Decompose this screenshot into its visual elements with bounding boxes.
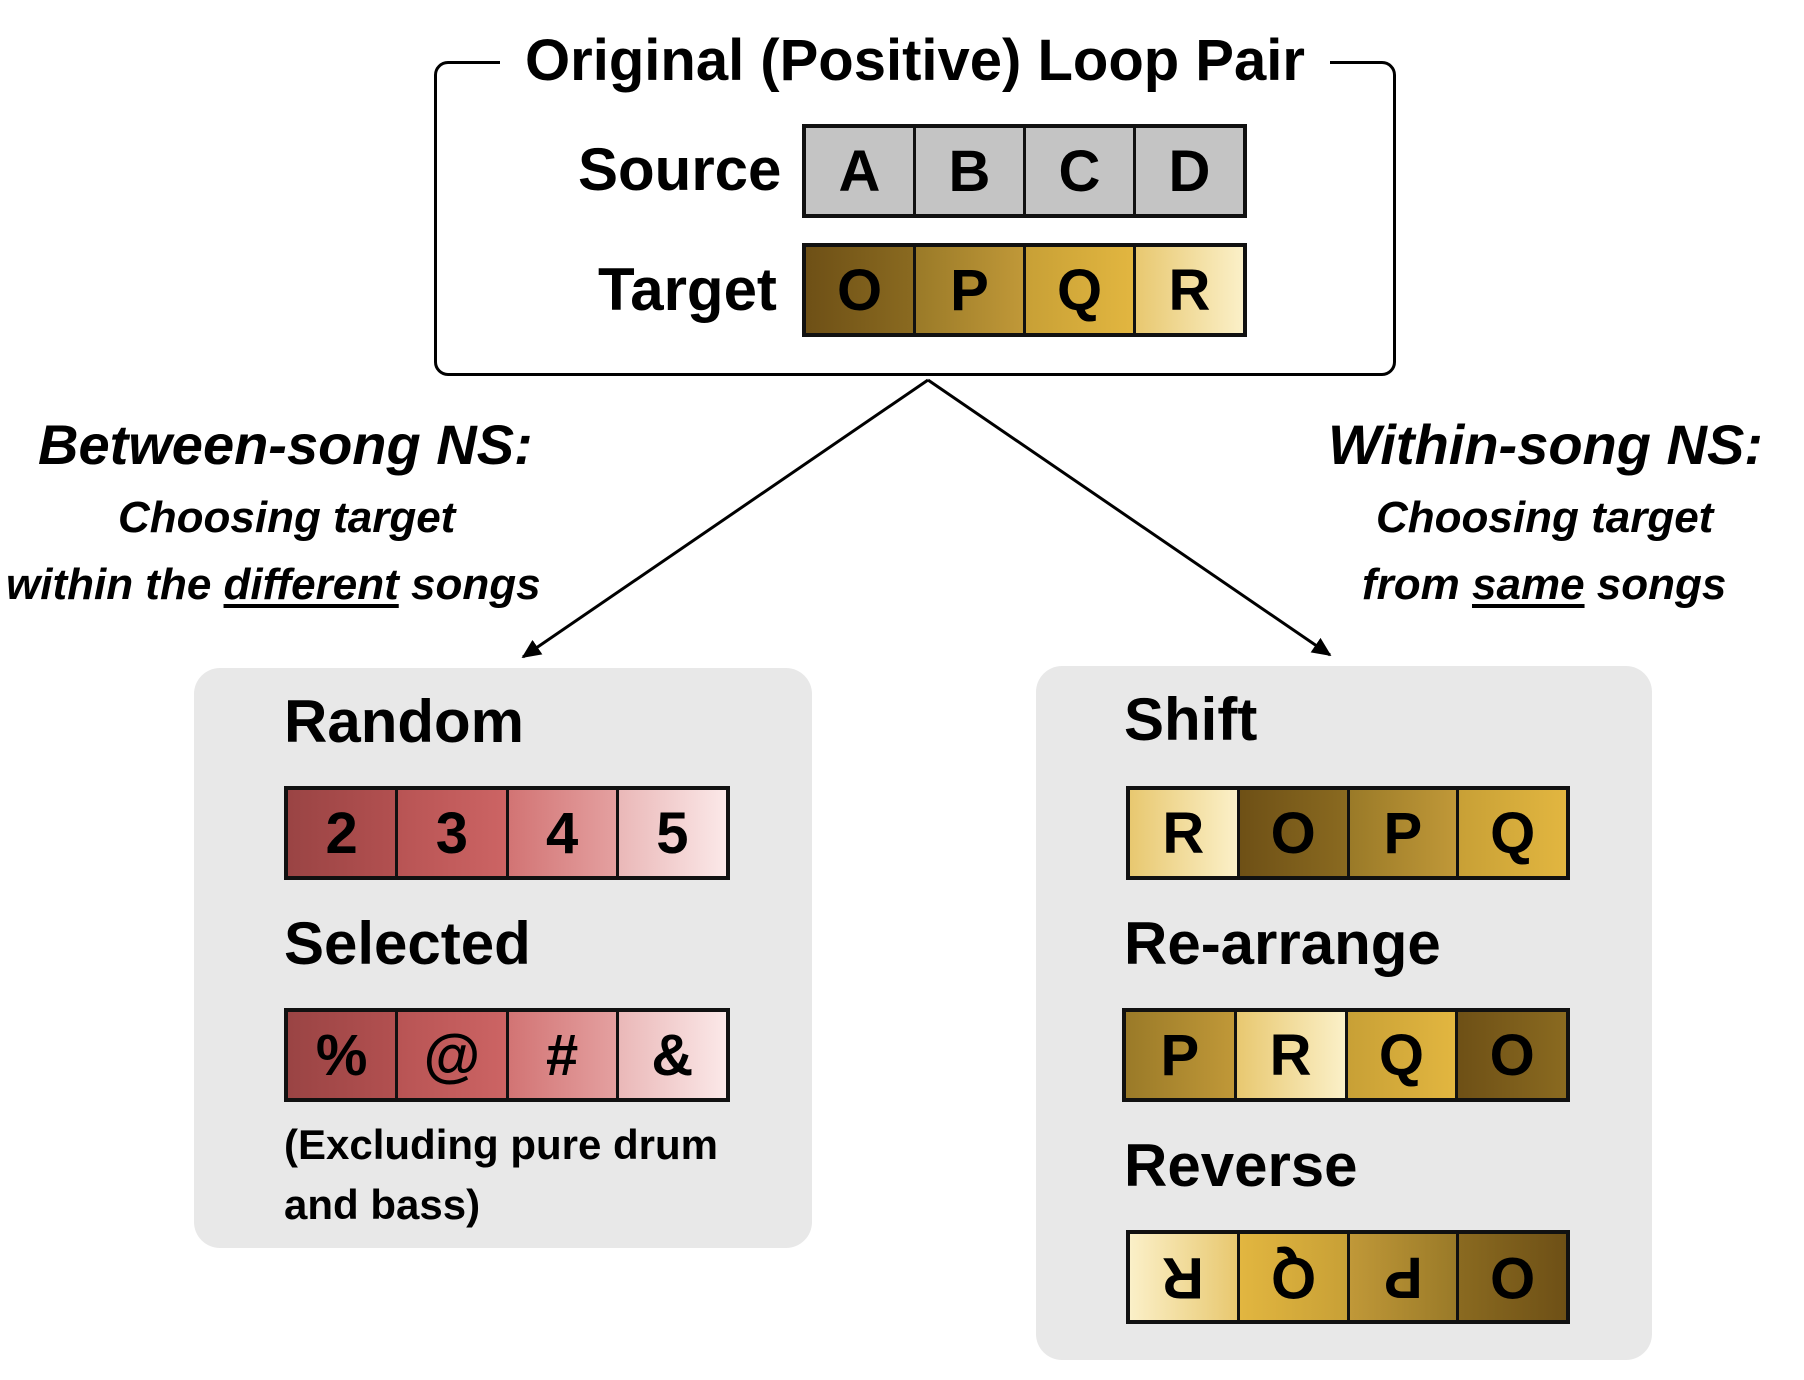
random-cell: 5 (618, 790, 726, 876)
rearrange-strip: P R Q O (1122, 1008, 1570, 1102)
source-label: Source (578, 136, 782, 203)
random-cell: 4 (508, 790, 619, 876)
target-label: Target (598, 256, 777, 323)
between-song-heading: Between-song NS: (38, 413, 533, 476)
arrow-right (927, 378, 1332, 657)
within-song-heading: Within-song NS: (1328, 413, 1763, 476)
random-cell: 3 (398, 790, 509, 876)
shift-title: Shift (1124, 686, 1258, 753)
rearrange-cell: P (1126, 1012, 1237, 1098)
target-cell: O (806, 247, 916, 333)
selected-cell: @ (398, 1012, 509, 1098)
source-cell: B (916, 128, 1026, 214)
shift-strip: R O P Q (1126, 786, 1570, 880)
source-cell: C (1026, 128, 1136, 214)
different-underlined: different (223, 560, 399, 609)
reverse-cell: Q (1239, 1234, 1350, 1320)
selected-cell: # (508, 1012, 619, 1098)
shift-cell: P (1349, 790, 1460, 876)
random-cell: 2 (288, 790, 399, 876)
between-song-sub-1: Choosing target (118, 493, 456, 542)
within-song-sub-2: from same songs (1362, 560, 1727, 609)
target-cell: R (1136, 247, 1243, 333)
selected-title: Selected (284, 910, 531, 977)
rearrange-cell: Q (1347, 1012, 1459, 1098)
target-cell: Q (1026, 247, 1136, 333)
random-title: Random (284, 688, 524, 755)
within-song-sub-1: Choosing target (1376, 493, 1714, 542)
shift-cell: Q (1459, 790, 1566, 876)
reverse-cell: P (1349, 1234, 1460, 1320)
reverse-title: Reverse (1124, 1132, 1358, 1199)
shift-cell: O (1239, 790, 1350, 876)
selected-strip: % @ # & (284, 1008, 730, 1102)
target-strip: O P Q R (802, 243, 1247, 337)
selected-cell: & (618, 1012, 726, 1098)
random-strip: 2 3 4 5 (284, 786, 730, 880)
rearrange-title: Re-arrange (1124, 910, 1441, 977)
same-underlined: same (1472, 560, 1585, 609)
selected-cell: % (288, 1012, 399, 1098)
rearrange-cell: R (1236, 1012, 1348, 1098)
reverse-cell: O (1459, 1234, 1566, 1320)
reverse-cell: R (1130, 1234, 1240, 1320)
source-cell: A (806, 128, 916, 214)
top-title: Original (Positive) Loop Pair (500, 20, 1330, 102)
between-song-panel (194, 668, 812, 1248)
source-strip: A B C D (802, 124, 1247, 218)
between-song-sub-2: within the different songs (6, 560, 541, 609)
shift-cell: R (1130, 790, 1240, 876)
reverse-strip: R Q P O (1126, 1230, 1570, 1324)
rearrange-cell: O (1458, 1012, 1566, 1098)
source-cell: D (1136, 128, 1243, 214)
exclusion-note-1: (Excluding pure drum (284, 1121, 719, 1168)
target-cell: P (916, 247, 1026, 333)
exclusion-note-2: and bass) (284, 1181, 481, 1228)
arrow-left (521, 378, 929, 659)
